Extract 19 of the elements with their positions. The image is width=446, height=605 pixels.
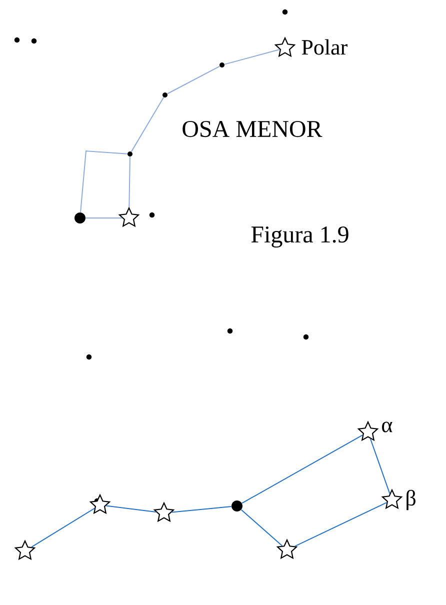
star-dot	[74, 212, 86, 224]
constellation-line	[128, 156, 130, 208]
constellation-line	[171, 506, 232, 513]
star-label: Polar	[302, 39, 348, 55]
star-label: β	[406, 490, 416, 510]
caption-text: OSA MENOR	[182, 120, 322, 138]
constellation-line	[80, 150, 128, 213]
constellation-line	[294, 502, 388, 547]
caption-text: Figura 1.9	[251, 226, 348, 248]
constellation-line	[224, 48, 280, 65]
constellation-line	[166, 66, 220, 94]
constellation-line	[241, 434, 364, 504]
star-dot	[232, 500, 242, 512]
star-label: α	[382, 422, 392, 432]
constellation-line	[240, 509, 283, 546]
constellation-line	[130, 96, 164, 152]
constellation-line	[106, 505, 156, 512]
constellation-line	[370, 438, 390, 494]
constellation-line	[31, 508, 96, 548]
